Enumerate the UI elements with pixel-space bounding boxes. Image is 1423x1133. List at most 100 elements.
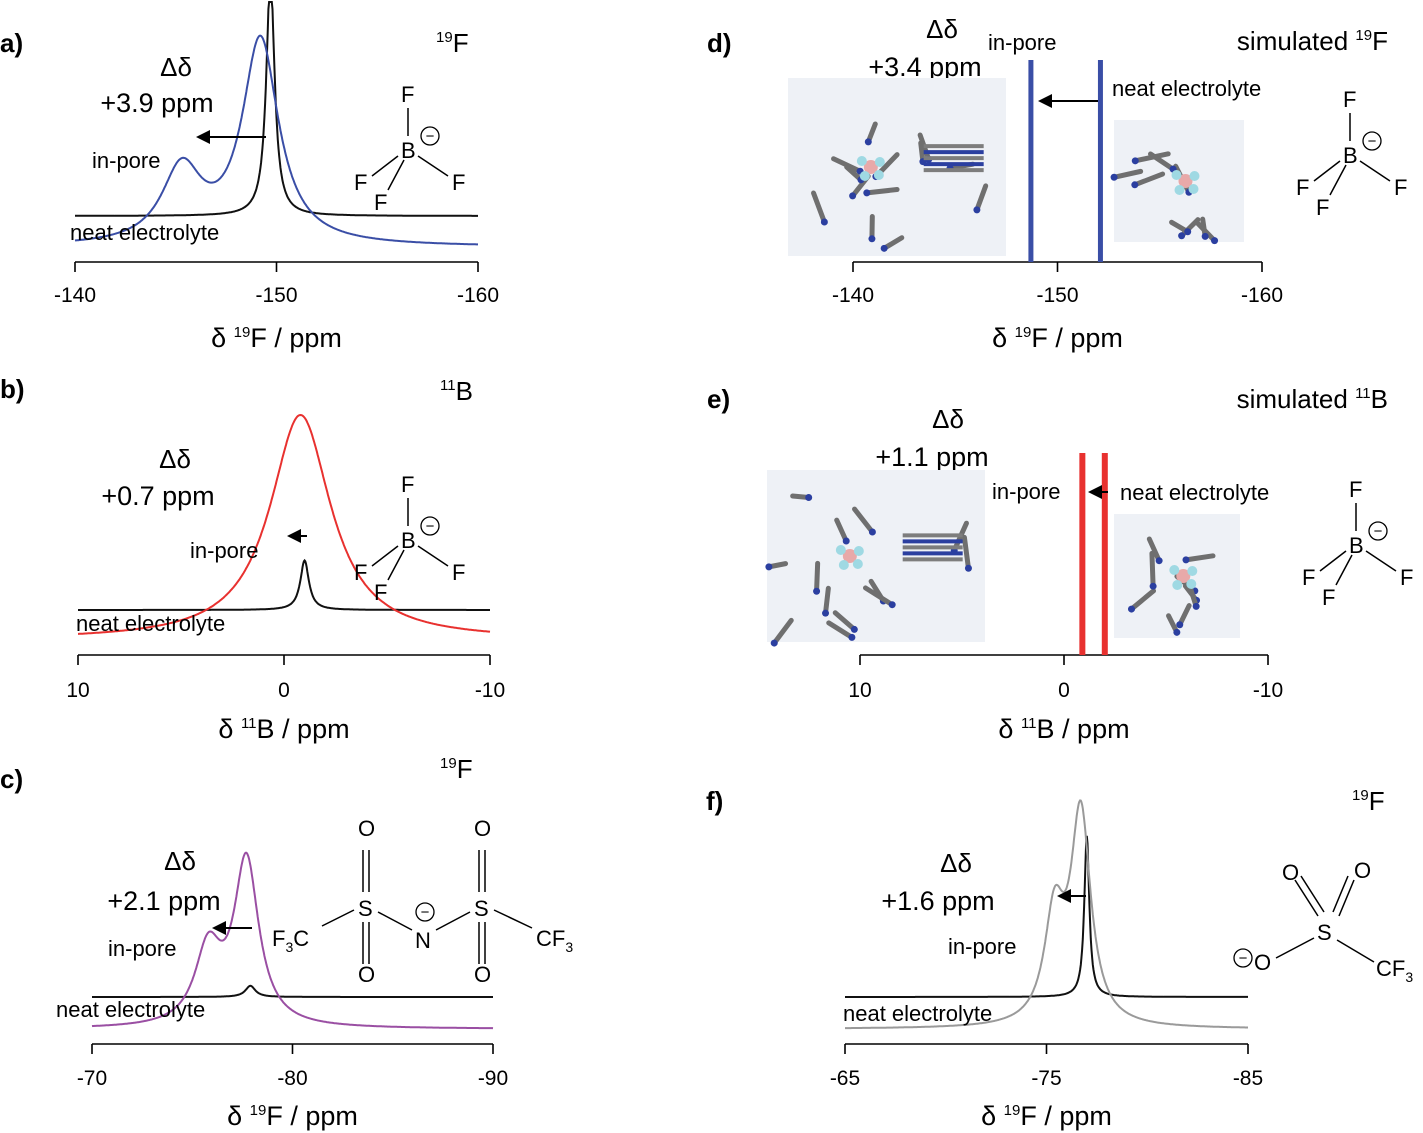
nucleus-label: 11B (440, 376, 473, 406)
in-pore-label: in-pore (190, 538, 258, 563)
x-axis-title: δ 19F / ppm (211, 323, 342, 353)
bond (1338, 879, 1355, 917)
md-nitrogen-atom (842, 537, 850, 545)
x-tick-label: -90 (478, 1067, 508, 1090)
spectrum-in-pore (75, 0, 478, 217)
md-fluorine-atom (1172, 580, 1183, 590)
atom-f: F (401, 82, 414, 107)
shift-arrowhead (1057, 889, 1071, 903)
x-tick-label: -75 (1031, 1067, 1061, 1090)
x-axis-title: δ 19F / ppm (227, 1101, 358, 1131)
md-fluorine-atom (874, 157, 885, 167)
shift-arrowhead (1088, 485, 1102, 499)
x-tick-label: -150 (1036, 284, 1078, 307)
atom-f: F (1316, 195, 1329, 220)
atom-f: F (354, 170, 367, 195)
md-molecule-stick (826, 620, 855, 640)
cf3-group: CF3 (536, 926, 573, 955)
md-fluorine-atom (1186, 579, 1197, 589)
x-tick-label: 0 (278, 679, 290, 702)
bond (1359, 160, 1391, 182)
md-nitrogen-atom (973, 206, 981, 214)
spectrum-neat (845, 799, 1248, 1030)
bond (1275, 937, 1315, 959)
md-nitrogen-atom (864, 138, 872, 146)
md-fluorine-atom (856, 156, 867, 166)
atom-s: S (1317, 920, 1332, 945)
atom-o: O (358, 816, 375, 841)
simulated-title: simulated 19F (1237, 26, 1388, 56)
bond (1336, 939, 1375, 963)
md-nitrogen-atom (822, 609, 830, 617)
nucleus-label: 19F (1352, 786, 1385, 816)
md-molecule-stick (814, 560, 821, 594)
md-molecule-stick (832, 610, 857, 632)
md-molecule-stick (852, 506, 875, 535)
shift-value: +0.7 ppm (101, 481, 214, 511)
cf3-group: CF3 (1376, 956, 1413, 985)
atom-f: F (1343, 87, 1356, 112)
atom-f: F (452, 560, 465, 585)
md-nitrogen-atom (868, 235, 876, 243)
atom-f: F (452, 170, 465, 195)
x-tick-label: -65 (830, 1067, 860, 1090)
md-fluorine-atom (852, 559, 863, 569)
md-nitrogen-atom (848, 633, 856, 641)
minus-sign: − (1239, 950, 1248, 967)
shift-value: +2.1 ppm (107, 886, 220, 916)
bond (493, 909, 533, 929)
atom-s: S (474, 896, 489, 921)
atom-o: O (358, 962, 375, 987)
bond (1319, 550, 1347, 572)
atom-f: F (374, 190, 387, 215)
x-tick-label: 10 (848, 679, 871, 702)
md-boron-atom (863, 160, 878, 174)
delta-symbol: Δδ (164, 846, 196, 876)
bond (417, 155, 449, 177)
md-nitrogen-atom (1192, 602, 1200, 610)
md-molecule-stick (811, 190, 827, 225)
md-nitrogen-atom (888, 601, 896, 609)
x-tick-label: -80 (277, 1067, 307, 1090)
bond (387, 549, 405, 581)
bond (1365, 550, 1397, 572)
negative-charge-icon (415, 902, 435, 922)
atom-f: F (1349, 477, 1362, 502)
panel-label-a: a) (0, 28, 23, 58)
md-nitrogen-atom (820, 218, 828, 226)
panel-label-f: f) (706, 786, 723, 816)
simulated-title: simulated 11B (1237, 384, 1388, 414)
neat-electrolyte-label: neat electrolyte (1112, 76, 1261, 101)
negative-charge-icon (1368, 521, 1388, 541)
md-nitrogen-atom (849, 192, 857, 200)
md-nitrogen-atom (1155, 557, 1163, 565)
negative-charge-icon (1233, 948, 1253, 968)
bond (435, 911, 471, 931)
md-fluorine-atom (835, 545, 846, 555)
bond (371, 155, 399, 177)
md-molecule-stick (1177, 603, 1192, 628)
bond (321, 909, 355, 927)
md-snapshot-in-pore (788, 78, 1006, 256)
spectrum-neat (78, 413, 491, 635)
md-nitrogen-atom (880, 244, 888, 252)
md-boron-atom (842, 549, 857, 563)
md-fluorine-atom (853, 546, 864, 556)
md-nitrogen-atom (964, 564, 972, 572)
md-nitrogen-atom (1201, 232, 1209, 240)
x-tick-label: -140 (54, 284, 96, 307)
nucleus-label: 19F (440, 754, 473, 784)
md-molecule-stick (974, 183, 989, 213)
md-boron-atom (1178, 174, 1193, 188)
in-pore-label: in-pore (988, 30, 1056, 55)
md-molecule-stick (1183, 553, 1216, 563)
bond (1313, 160, 1341, 182)
neat-electrolyte-label: neat electrolyte (843, 1001, 992, 1026)
md-fluorine-atom (859, 171, 870, 181)
